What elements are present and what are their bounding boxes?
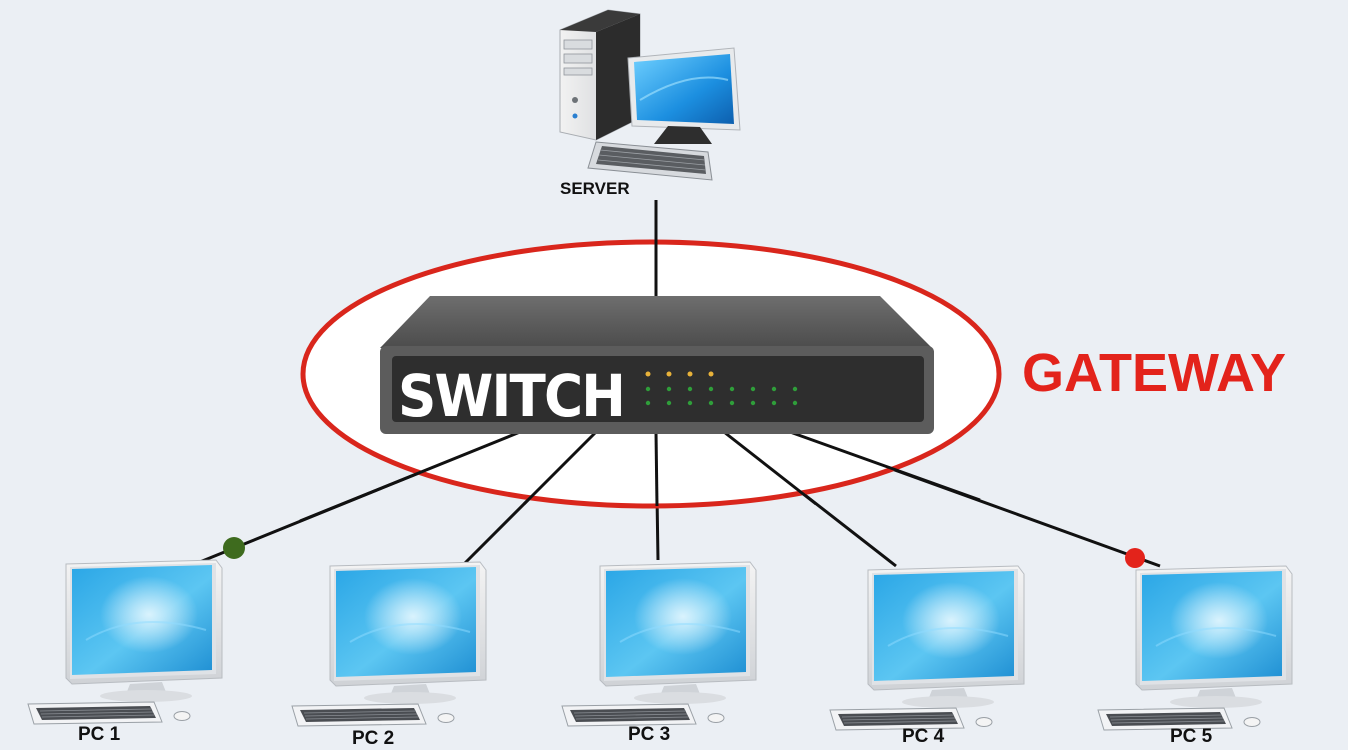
pc-icon-1 xyxy=(27,559,223,725)
gateway-label: GATEWAY xyxy=(1022,343,1287,403)
pc-label-1: PC 1 xyxy=(78,724,121,745)
pc-icon-5 xyxy=(1097,565,1293,731)
server-icon xyxy=(559,9,741,181)
pc-icon-3 xyxy=(561,561,757,727)
pc-label-2: PC 2 xyxy=(352,728,395,749)
switch-label: SWITCH xyxy=(398,362,624,430)
switch-device: SWITCH xyxy=(380,296,934,434)
status-dot-green xyxy=(223,537,245,559)
switch-leds xyxy=(645,371,714,377)
server-label: SERVER xyxy=(560,179,630,198)
pc-label-4: PC 4 xyxy=(902,726,945,747)
status-dot-red xyxy=(1125,548,1145,568)
pc-icon-4 xyxy=(829,565,1025,731)
pc-label-5: PC 5 xyxy=(1170,726,1213,747)
pc-icon-2 xyxy=(291,561,487,727)
pc-label-3: PC 3 xyxy=(628,724,671,745)
